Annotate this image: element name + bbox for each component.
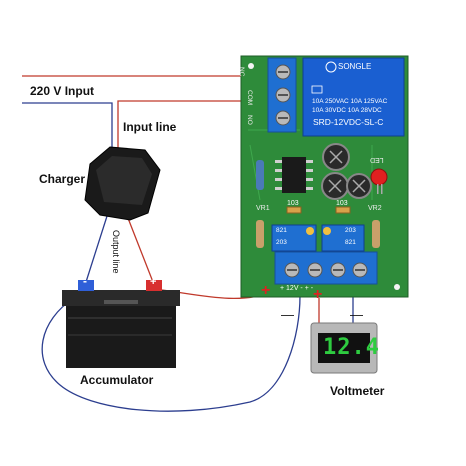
dash-sign-board: — [281, 307, 294, 322]
relay-brand: SONGLE [338, 62, 371, 71]
board-bottom-label: + 12V - + - [280, 285, 313, 292]
pot2-top-label: 203 [345, 227, 356, 234]
vr1-label: VR1 [256, 205, 270, 212]
label-voltmeter: Voltmeter [330, 384, 384, 398]
pot2-bottom-label: 821 [345, 239, 356, 246]
pot1-bottom-label: 203 [276, 239, 287, 246]
relay-module-board [241, 56, 408, 297]
terminal-label-nc: NC [238, 67, 245, 76]
cap2-label: 103 [336, 200, 348, 207]
accumulator-battery [62, 280, 180, 368]
input-terminal-block [268, 58, 296, 132]
mounting-hole [394, 284, 400, 290]
terminal-label-no: NO [246, 115, 253, 125]
pot1-top-label: 821 [276, 227, 287, 234]
wire-output-blue [86, 213, 108, 282]
cap1-label: 103 [287, 200, 299, 207]
label-charger: Charger [39, 172, 85, 186]
plus-sign-battery: + [150, 276, 156, 288]
ceramic-capacitor [336, 207, 350, 213]
label-accumulator: Accumulator [80, 373, 153, 387]
led-label: LED [370, 156, 384, 163]
wire-220v-blue [22, 103, 112, 150]
mounting-hole [248, 63, 254, 69]
label-220v-input: 220 V Input [30, 84, 94, 98]
plus-sign-voltmeter: + [313, 286, 322, 304]
relay-model: SRD-12VDC-SL-C [313, 117, 383, 127]
ceramic-capacitor [287, 207, 301, 213]
terminal-label-com: COM [246, 90, 253, 105]
label-output-line: Output line [111, 230, 121, 274]
relay-rating-1: 10A 250VAC 10A 125VAC [312, 98, 387, 105]
charger [85, 147, 160, 220]
voltmeter-reading: 12.4 [323, 335, 380, 360]
label-input-line: Input line [123, 120, 176, 134]
plus-sign-board: + [261, 282, 270, 300]
dash-sign-voltmeter: — [350, 307, 363, 322]
relay-rating-2: 10A 30VDC 10A 28VDC [312, 107, 382, 114]
minus-sign-battery: - [83, 274, 87, 288]
output-terminal-block [275, 252, 377, 284]
wire-output-red [126, 213, 153, 282]
vr2-label: VR2 [368, 205, 382, 212]
